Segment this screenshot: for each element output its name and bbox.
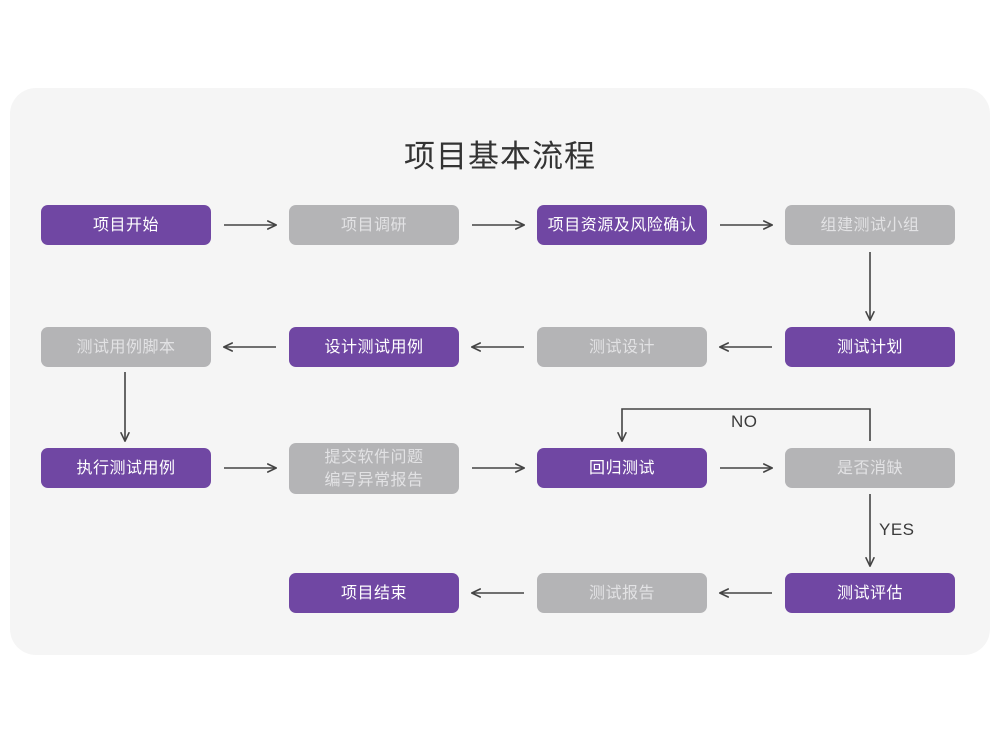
flow-node-n13[interactable]: 项目结束: [289, 573, 459, 613]
flow-node-n14[interactable]: 测试报告: [537, 573, 707, 613]
flow-node-n15[interactable]: 测试评估: [785, 573, 955, 613]
flow-node-n2[interactable]: 项目调研: [289, 205, 459, 245]
flowchart-card: [10, 88, 990, 655]
flow-node-n8[interactable]: 测试计划: [785, 327, 955, 367]
flow-node-n5[interactable]: 测试用例脚本: [41, 327, 211, 367]
page-title: 项目基本流程: [404, 139, 596, 174]
flow-node-n9[interactable]: 执行测试用例: [41, 448, 211, 488]
edge-label-e-yes: YES: [879, 520, 915, 539]
flow-node-n3[interactable]: 项目资源及风险确认: [537, 205, 707, 245]
flow-node-n1[interactable]: 项目开始: [41, 205, 211, 245]
flow-node-n6[interactable]: 设计测试用例: [289, 327, 459, 367]
flow-node-n7[interactable]: 测试设计: [537, 327, 707, 367]
flow-node-n12[interactable]: 是否消缺: [785, 448, 955, 488]
edge-label-e-no: NO: [731, 412, 758, 431]
flow-node-n4[interactable]: 组建测试小组: [785, 205, 955, 245]
flow-node-n11[interactable]: 回归测试: [537, 448, 707, 488]
flow-node-n10[interactable]: 提交软件问题 编写异常报告: [289, 443, 459, 494]
